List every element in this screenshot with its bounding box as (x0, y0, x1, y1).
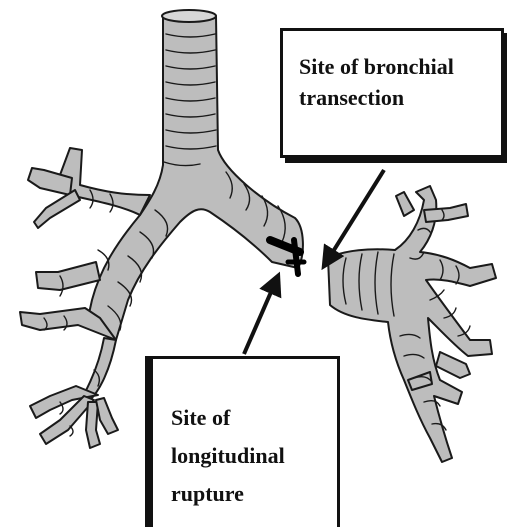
rupture-label-line-3: rupture (171, 475, 329, 513)
rupture-arrow (244, 276, 278, 354)
transection-label-box: Site of bronchial transection (280, 28, 504, 158)
rupture-label-box: Site of longitudinal rupture (150, 356, 340, 527)
transection-label-line-2: transection (299, 82, 487, 113)
transection-label-line-1: Site of bronchial (299, 51, 487, 82)
rupture-label-line-2: longitudinal (171, 437, 329, 475)
rupture-label-line-1: Site of (171, 399, 329, 437)
right-bronchial-tree (328, 186, 496, 462)
